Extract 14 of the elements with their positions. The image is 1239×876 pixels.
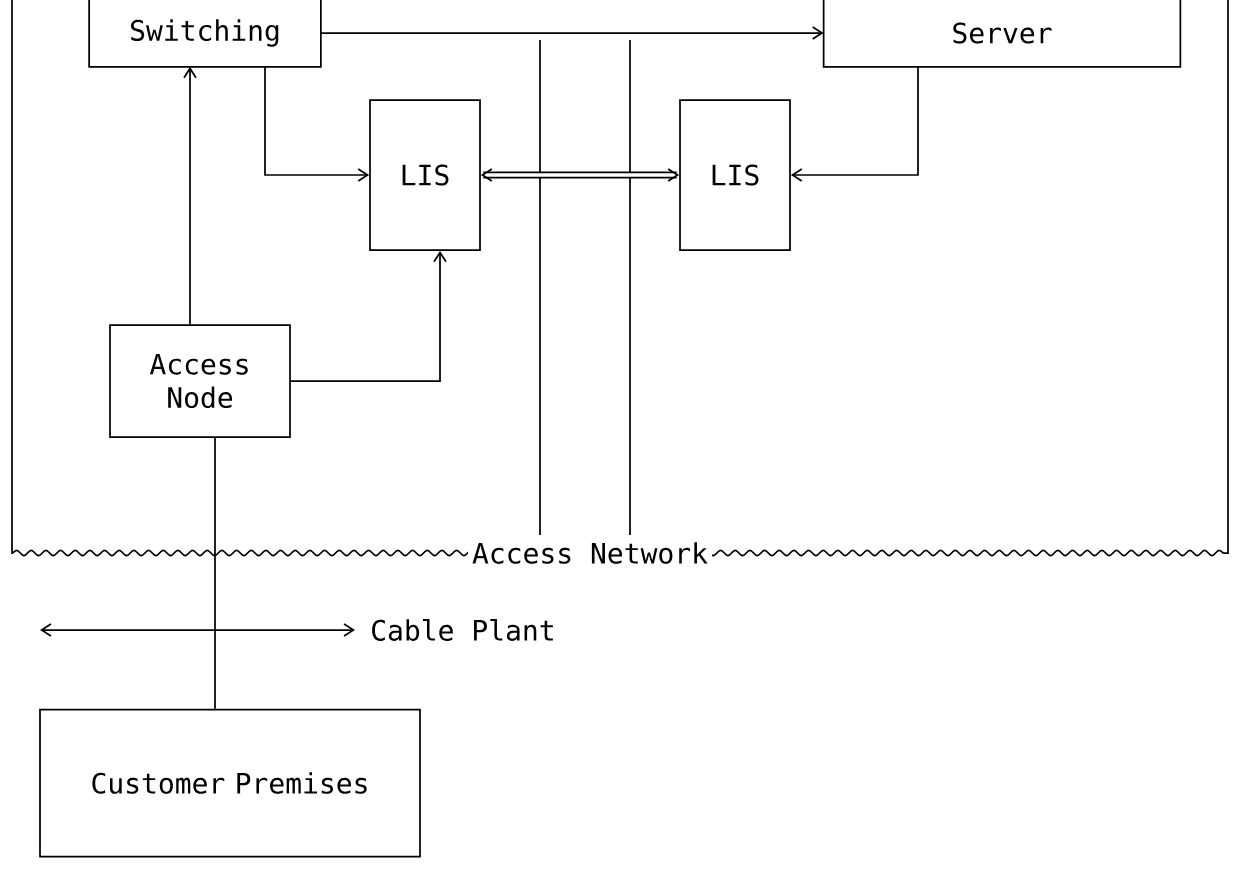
arrow (290, 250, 447, 382)
arrow (264, 66, 370, 182)
arrow (790, 66, 919, 182)
frame-label: Access Network (468, 538, 712, 568)
process-box: Switching (88, 0, 322, 68)
arrow (183, 66, 197, 325)
process-box: Server (822, 0, 1182, 68)
arrow (320, 26, 824, 40)
process-box: LIS (369, 99, 481, 251)
process-box: Access Node (109, 324, 291, 438)
process-box: Customer Premises (39, 708, 421, 858)
arrow (480, 168, 680, 182)
process-box: LIS (679, 99, 791, 251)
span-label: Cable Plant (372, 619, 553, 641)
